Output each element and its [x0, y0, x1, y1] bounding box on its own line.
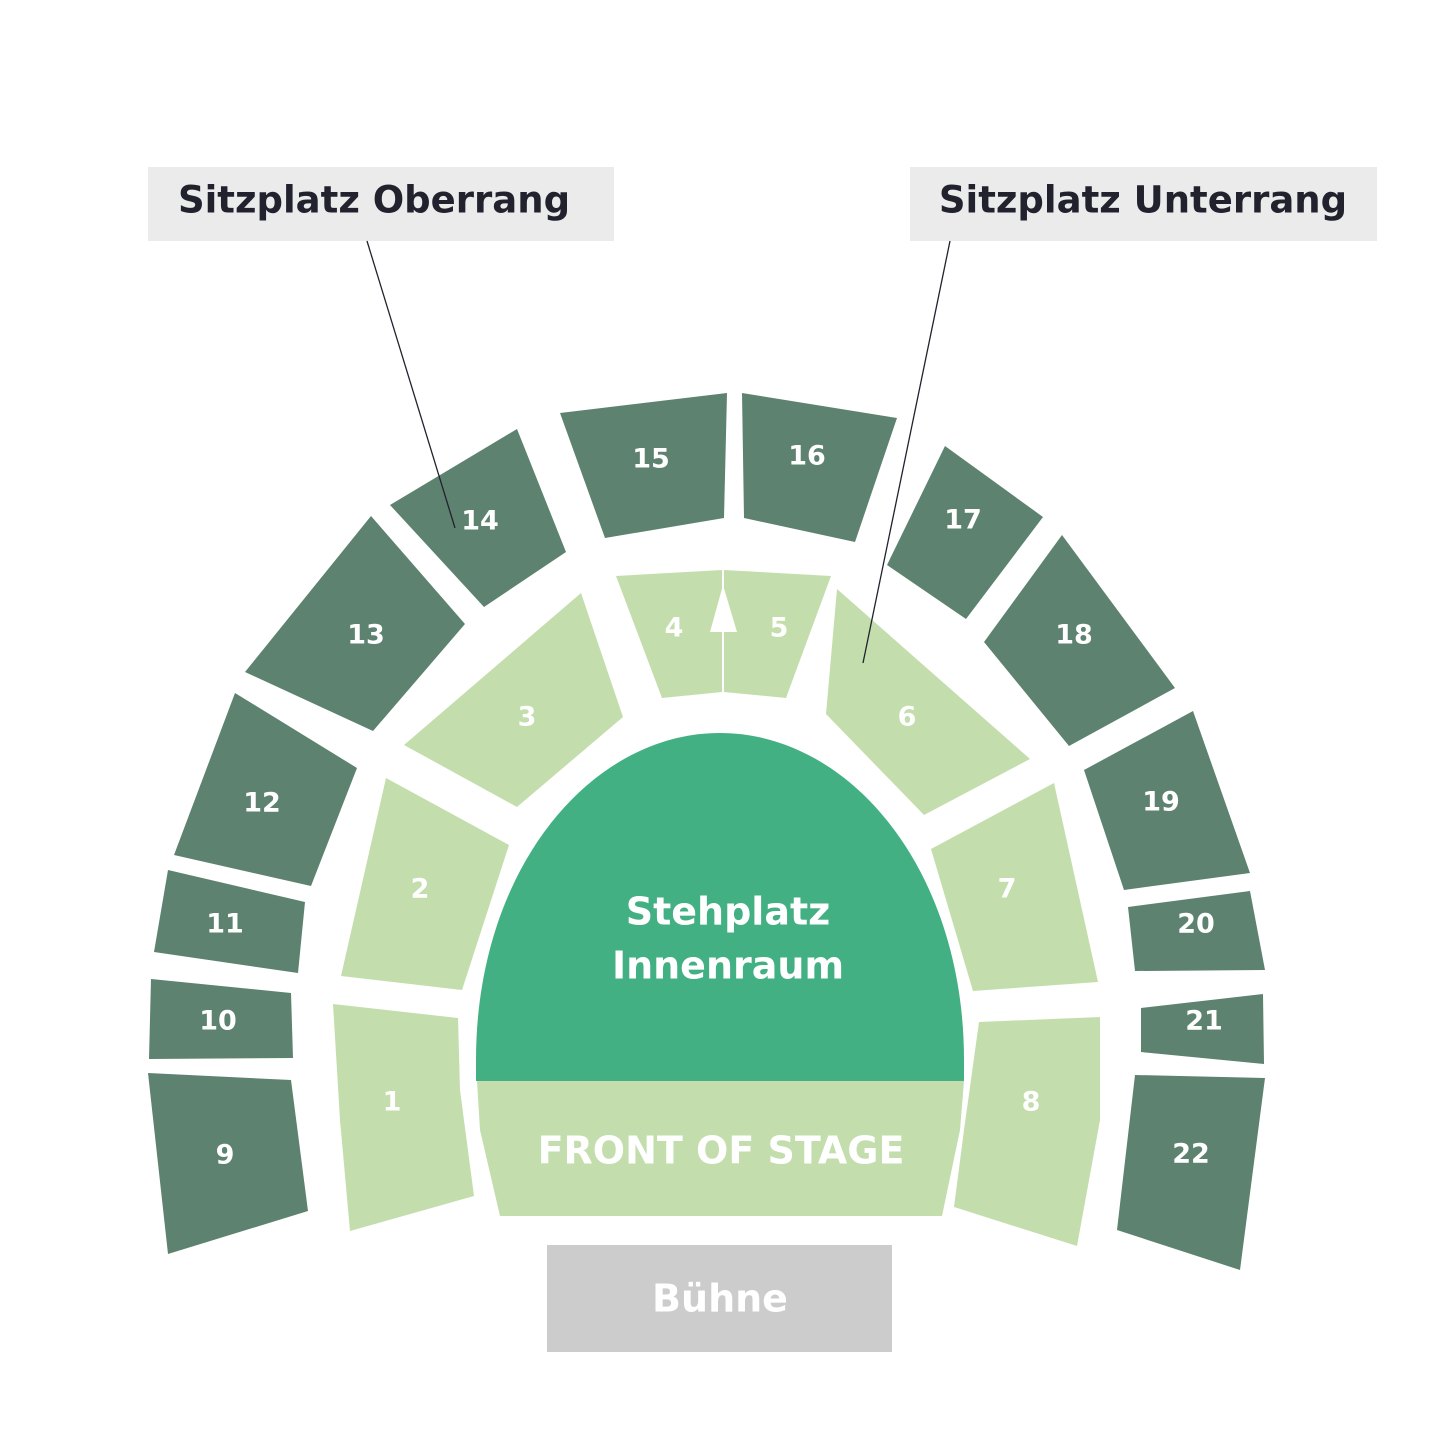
section-4[interactable]: [616, 570, 722, 698]
section-6-label: 6: [898, 702, 917, 733]
section-1-label: 1: [383, 1087, 402, 1118]
section-22-label: 22: [1172, 1139, 1210, 1170]
section-10[interactable]: [149, 979, 293, 1059]
section-15[interactable]: [560, 393, 727, 538]
section-9-label: 9: [216, 1140, 235, 1171]
standing-label-line2: Innenraum: [612, 944, 844, 988]
section-17-label: 17: [944, 505, 982, 536]
front-of-stage-area[interactable]: [477, 1081, 964, 1216]
section-12[interactable]: [174, 693, 357, 886]
section-4-label: 4: [665, 613, 684, 644]
section-14-label: 14: [461, 506, 499, 537]
section-14[interactable]: [390, 429, 566, 607]
section-13-label: 13: [347, 620, 385, 651]
section-6[interactable]: [826, 589, 1030, 815]
section-7[interactable]: [931, 783, 1098, 991]
section-21-label: 21: [1185, 1006, 1223, 1037]
arrow-up-icon: [710, 585, 737, 632]
upper-tier-label-box: [148, 167, 614, 241]
upper-tier-pointer-line: [366, 240, 456, 529]
section-13[interactable]: [245, 516, 465, 731]
section-2-label: 2: [411, 874, 430, 905]
section-8[interactable]: [954, 1017, 1100, 1246]
section-12-label: 12: [243, 788, 281, 819]
section-2[interactable]: [341, 778, 509, 990]
section-21[interactable]: [1141, 994, 1264, 1064]
section-3[interactable]: [404, 593, 623, 807]
section-numbers: 1 2 3 4 5 6 7 8 9 10 11 12 13 14 15 16 1…: [199, 441, 1223, 1171]
section-16[interactable]: [742, 393, 897, 542]
section-18[interactable]: [984, 535, 1175, 746]
upper-tier-label: Sitzplatz Oberrang: [178, 179, 570, 222]
section-3-label: 3: [518, 702, 537, 733]
lower-tier-label: Sitzplatz Unterrang: [939, 179, 1347, 222]
section-1[interactable]: [333, 1004, 474, 1231]
standing-area[interactable]: [476, 733, 964, 1081]
standing-label-line1: Stehplatz: [626, 890, 831, 934]
section-11[interactable]: [154, 870, 305, 973]
stage-label: Bühne: [652, 1277, 788, 1321]
section-16-label: 16: [788, 441, 826, 472]
stage: [547, 1245, 892, 1352]
section-9[interactable]: [148, 1073, 308, 1254]
section-11-label: 11: [206, 909, 244, 940]
lower-tier: [333, 570, 1100, 1246]
section-19-label: 19: [1142, 787, 1180, 818]
section-10-label: 10: [199, 1006, 237, 1037]
section-20[interactable]: [1128, 891, 1265, 971]
section-8-label: 8: [1022, 1087, 1041, 1118]
front-of-stage-label: FRONT OF STAGE: [538, 1129, 905, 1173]
section-19[interactable]: [1084, 711, 1250, 890]
section-5[interactable]: [724, 570, 831, 698]
section-7-label: 7: [998, 874, 1017, 905]
section-18-label: 18: [1055, 620, 1093, 651]
section-17[interactable]: [887, 446, 1043, 619]
section-20-label: 20: [1177, 909, 1215, 940]
section-5-label: 5: [770, 613, 789, 644]
lower-tier-pointer-line: [862, 240, 951, 664]
section-15-label: 15: [632, 444, 670, 475]
section-22[interactable]: [1117, 1075, 1265, 1270]
upper-tier: [148, 393, 1265, 1270]
lower-tier-label-box: [910, 167, 1377, 241]
